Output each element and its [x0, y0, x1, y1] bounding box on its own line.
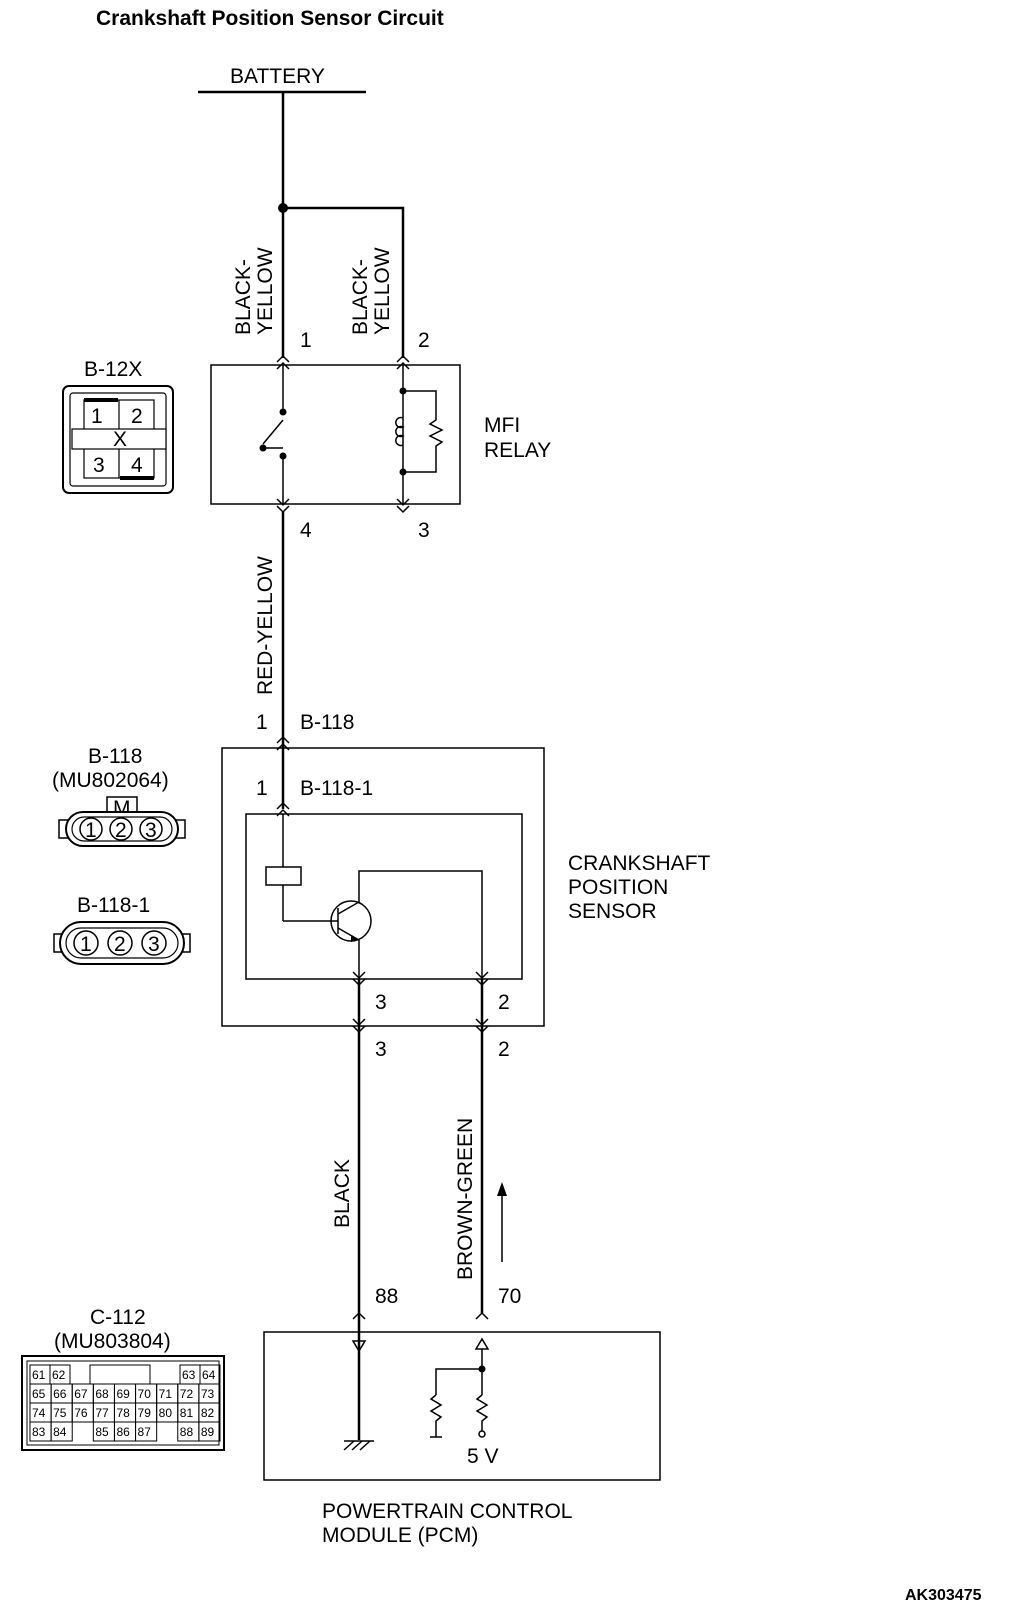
- connector-b1181-name: B-118-1: [77, 894, 150, 917]
- connector-b118-name: B-118: [88, 745, 142, 768]
- c112-pin-label: 70: [138, 1387, 152, 1401]
- c112-pin-label: 77: [95, 1406, 109, 1420]
- connector-b118: B-118 (MU802064) M 1 2 3: [52, 745, 186, 847]
- c112-key-slot: [89, 1364, 151, 1385]
- relay-pin-2: 2: [418, 329, 430, 352]
- c112-pin-label: 81: [180, 1406, 194, 1420]
- pcm-box: [263, 1331, 661, 1481]
- connector-b1181: B-118-1 1 2 3: [53, 894, 191, 965]
- sensor-label-1: CRANKSHAFT: [568, 852, 711, 875]
- b118-pin-1: 1: [256, 711, 268, 734]
- b1181-pin-3-socket: 3: [148, 933, 160, 956]
- relay-switch: [259, 365, 287, 504]
- sensor-internal-circuit: [265, 814, 483, 979]
- c112-pin-label: 78: [116, 1406, 130, 1420]
- c112-pin-label: 76: [74, 1406, 88, 1420]
- sensor-inner-pin-2: 2: [498, 991, 510, 1014]
- c112-pin-label: 74: [32, 1406, 46, 1420]
- c112-pin-grid: 61 62 63 64 65 66 67 68 69 70 71 72 73 74 75 76 77 78 79 80…: [29, 1364, 221, 1442]
- wire-label-black-yellow-1b: YELLOW: [254, 247, 277, 335]
- b12x-mark: X: [113, 428, 127, 451]
- crankshaft-sensor-inner-box: [245, 813, 523, 980]
- sensor-outer-pin-2: 2: [498, 1038, 510, 1061]
- splice-dot: [278, 203, 288, 213]
- c112-pin-label: 62: [52, 1368, 66, 1382]
- diagram-title: Crankshaft Position Sensor Circuit: [96, 7, 444, 30]
- pcm-internal-circuit: [343, 1337, 490, 1451]
- c112-pin-label: 61: [32, 1368, 46, 1382]
- c112-pin-label: 67: [74, 1387, 88, 1401]
- b118-pin-2-socket: 2: [115, 819, 127, 842]
- b1181-pin-1-socket: 1: [80, 933, 92, 956]
- wire-label-black-yellow-1a: BLACK-: [232, 259, 255, 335]
- c112-pin-label: 84: [53, 1425, 67, 1439]
- mfi-relay-label-1: MFI: [484, 414, 520, 437]
- c112-pin-label: 72: [180, 1387, 194, 1401]
- sensor-label-3: SENSOR: [568, 900, 657, 923]
- c112-pin-label: 64: [202, 1368, 216, 1382]
- c112-pin-cell: [50, 1421, 73, 1442]
- pcm-label-1: POWERTRAIN CONTROL: [322, 1500, 572, 1523]
- c112-pin-label: 68: [95, 1387, 109, 1401]
- c112-pin-label: 86: [116, 1425, 130, 1439]
- connector-c112-part: (MU803804): [54, 1330, 171, 1353]
- pcm-pin-88: 88: [375, 1285, 398, 1308]
- relay-pin-3: 3: [418, 519, 430, 542]
- b12x-pin-1: 1: [91, 405, 103, 428]
- c112-pin-label: 85: [95, 1425, 109, 1439]
- b1181-pin-2-socket: 2: [114, 933, 126, 956]
- c112-pin-label: 65: [32, 1387, 46, 1401]
- mfi-relay-box: [210, 364, 461, 505]
- b118-pin-1-socket: 1: [85, 819, 97, 842]
- c112-pin-cell: [198, 1421, 221, 1442]
- c112-pin-label: 71: [159, 1387, 173, 1401]
- wire-label-black-yellow-2b: YELLOW: [371, 247, 394, 335]
- wire-label-brown-green: BROWN-GREEN: [454, 1118, 477, 1280]
- b1181-pin-1: 1: [256, 777, 268, 800]
- mfi-relay-label-2: RELAY: [484, 439, 551, 462]
- b1181-connector-label: B-118-1: [300, 777, 373, 800]
- wire-label-black: BLACK: [331, 1159, 354, 1228]
- signal-direction-arrow: [497, 1182, 507, 1262]
- c112-pin-label: 63: [182, 1368, 196, 1382]
- c112-pin-label: 87: [138, 1425, 152, 1439]
- b12x-pin-4: 4: [131, 454, 143, 477]
- wire-label-red-yellow: RED-YELLOW: [254, 556, 277, 695]
- c112-pin-label: 73: [201, 1387, 215, 1401]
- pcm-pin-70: 70: [498, 1285, 521, 1308]
- relay-pin-4: 4: [300, 519, 312, 542]
- c112-pin-label: 66: [53, 1387, 67, 1401]
- figure-id: AK303475: [905, 1587, 982, 1604]
- c112-pin-label: 83: [32, 1425, 46, 1439]
- c112-pin-label: 80: [159, 1406, 173, 1420]
- c112-pin-label: 89: [201, 1425, 215, 1439]
- b12x-pin-2: 2: [131, 405, 143, 428]
- b118-connector-label: B-118: [300, 711, 354, 734]
- c112-pin-label: 75: [53, 1406, 67, 1420]
- pcm-voltage: 5 V: [467, 1445, 499, 1468]
- crankshaft-sensor-outer-box: [221, 747, 545, 1027]
- b12x-pin-3: 3: [93, 454, 105, 477]
- wire-label-black-yellow-2a: BLACK-: [349, 259, 372, 335]
- pcm-label-2: MODULE (PCM): [322, 1524, 478, 1547]
- relay-coil: [395, 365, 444, 504]
- connector-c112: C-112 (MU803804) 61 62 63 64 65 66 67 68 69 70 71 7…: [21, 1306, 225, 1451]
- c112-pin-label: 82: [201, 1406, 215, 1420]
- c112-pin-label: 69: [116, 1387, 130, 1401]
- wire-black-yellow-2: [283, 206, 405, 358]
- sensor-inner-pin-3: 3: [375, 991, 387, 1014]
- c112-pin-label: 79: [138, 1406, 152, 1420]
- sensor-label-2: POSITION: [568, 876, 668, 899]
- battery-label: BATTERY: [230, 65, 325, 88]
- connector-b12x: B-12X 1 2 X 3 4: [62, 358, 174, 494]
- relay-pin-1: 1: [300, 329, 312, 352]
- connector-c112-name: C-112: [90, 1306, 146, 1329]
- c112-pin-label: 88: [180, 1425, 194, 1439]
- b118-pin-3-socket: 3: [145, 819, 157, 842]
- sensor-outer-pin-3: 3: [375, 1038, 387, 1061]
- connector-b12x-name: B-12X: [84, 358, 142, 381]
- connector-b118-part: (MU802064): [52, 769, 169, 792]
- c112-pin-cell: [135, 1421, 158, 1442]
